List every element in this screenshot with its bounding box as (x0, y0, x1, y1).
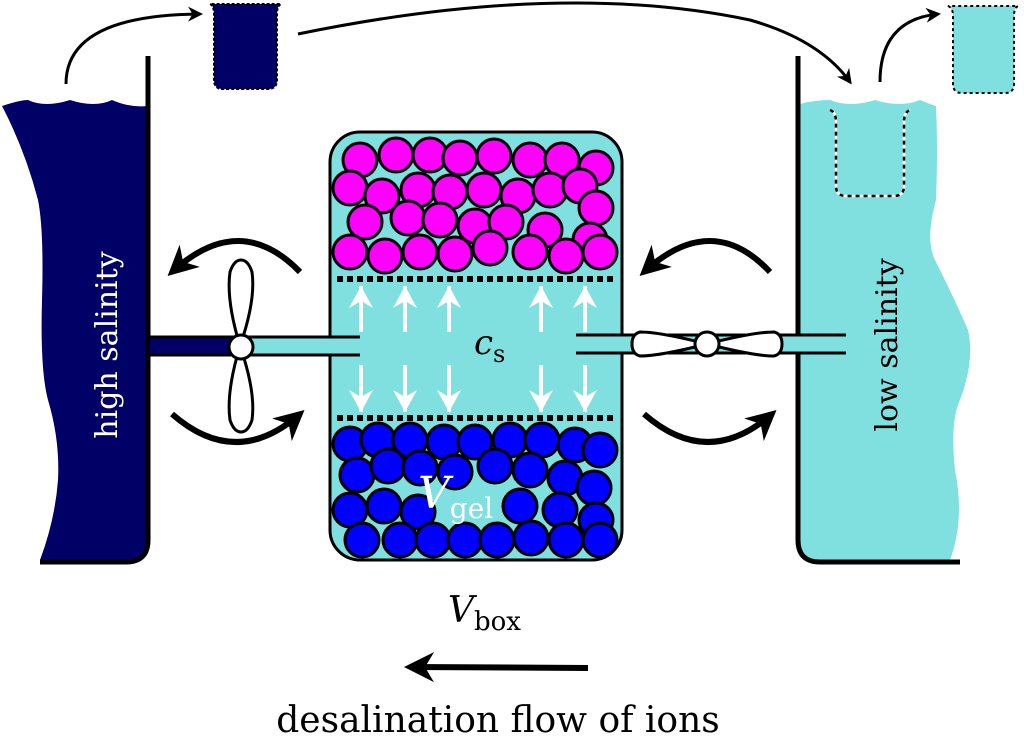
light-beaker-transfer (878, 5, 1019, 94)
light-beaker (947, 5, 1019, 94)
gel-bead (343, 521, 381, 559)
ion-arrows-up (349, 286, 597, 332)
ion-arrowhead (393, 390, 417, 412)
high-salinity-reservoir: high salinity (2, 56, 151, 565)
gel-bead (446, 521, 484, 559)
ion-arrowhead (573, 390, 597, 412)
gel-bead (581, 521, 619, 559)
dark-beaker (209, 3, 282, 90)
gel-bead (547, 237, 585, 275)
left-rotation-arrow-bottom (170, 410, 305, 445)
gel-bead (401, 233, 439, 271)
ion-arrowhead (349, 390, 373, 412)
arrow-right-to-light-beaker (878, 7, 941, 83)
ion-arrowhead (529, 286, 553, 308)
gel-bead (577, 189, 615, 227)
left-propeller-hub (227, 333, 255, 361)
left-propeller-blade-top (227, 258, 255, 351)
swollen-gel-beads (331, 136, 619, 275)
gel-bead (476, 447, 514, 485)
solution-channel (337, 280, 615, 416)
gel-bead (366, 237, 404, 275)
low-salinity-wall (795, 56, 960, 565)
high-salinity-water (2, 100, 148, 560)
gel-bead (465, 171, 503, 209)
gel-bead (471, 229, 509, 267)
gel-bead (511, 141, 549, 179)
gel-bead (436, 453, 474, 491)
low-salinity-reservoir: low salinity (795, 56, 971, 565)
gel-bead (331, 233, 369, 271)
low-salinity-water (800, 100, 971, 560)
gel-box: cs Vgel (328, 130, 624, 562)
gel-bead (575, 469, 613, 507)
gel-bead (381, 521, 419, 559)
high-salinity-wall (40, 56, 151, 565)
gel-bead (581, 233, 619, 271)
gel-bead (512, 519, 550, 557)
ion-arrowhead (349, 286, 373, 308)
collapsed-gel-beads (331, 421, 619, 559)
gel-bead (365, 487, 403, 525)
arrow-left-to-dark-beaker (64, 6, 203, 85)
desalination-flow-arrow (404, 652, 589, 683)
gel-bead (511, 451, 549, 489)
gel-bead (399, 493, 437, 531)
arrow-dark-beaker-to-right (297, 1, 852, 85)
gel-bead (363, 177, 401, 215)
gel-bead (421, 201, 459, 239)
ion-arrowhead (529, 390, 553, 412)
submerged-beaker-dash (829, 108, 911, 198)
ion-arrowhead (437, 390, 461, 412)
right-propeller (630, 330, 784, 358)
right-rotation-arrow-bottom (642, 410, 777, 445)
gel-bead (581, 431, 619, 469)
gel-bead (338, 456, 376, 494)
gel-bead (475, 137, 513, 175)
high-salinity-label: high salinity (90, 251, 125, 438)
ion-arrowhead (393, 286, 417, 308)
ion-arrows-down (349, 365, 597, 412)
right-rotation-arrow-top (639, 238, 773, 277)
dark-beaker-transfer (64, 1, 852, 90)
right-propeller-hub (693, 330, 721, 358)
gel-bead (547, 521, 585, 559)
left-rotation-arrow-top (167, 238, 303, 277)
gel-bead (369, 447, 407, 485)
gel-bead (377, 136, 415, 174)
gel-bead (541, 491, 579, 529)
left-propeller-blade-bottom (227, 341, 255, 434)
gel-bead (511, 233, 549, 271)
low-salinity-label: low salinity (870, 258, 905, 431)
gel-bead (436, 235, 474, 273)
vgel-label: Vgel (418, 468, 493, 525)
ion-arrowhead (437, 286, 461, 308)
vbox-label: Vbox (448, 590, 521, 637)
gel-bead (331, 169, 369, 207)
left-pipe (150, 335, 360, 357)
gel-bead (478, 521, 516, 559)
cs-label: cs (474, 323, 505, 368)
ion-arrowhead (573, 286, 597, 308)
left-propeller (227, 258, 255, 434)
gel-bead (531, 171, 569, 209)
right-propeller-blade-right (706, 330, 784, 358)
gel-bead (414, 521, 452, 559)
gel-bead (501, 487, 539, 525)
gel-bead (389, 199, 427, 237)
gel-bead (441, 139, 479, 177)
right-propeller-blade-left (630, 330, 708, 358)
flow-caption: desalination flow of ions (276, 700, 719, 739)
gel-bead (346, 203, 384, 241)
